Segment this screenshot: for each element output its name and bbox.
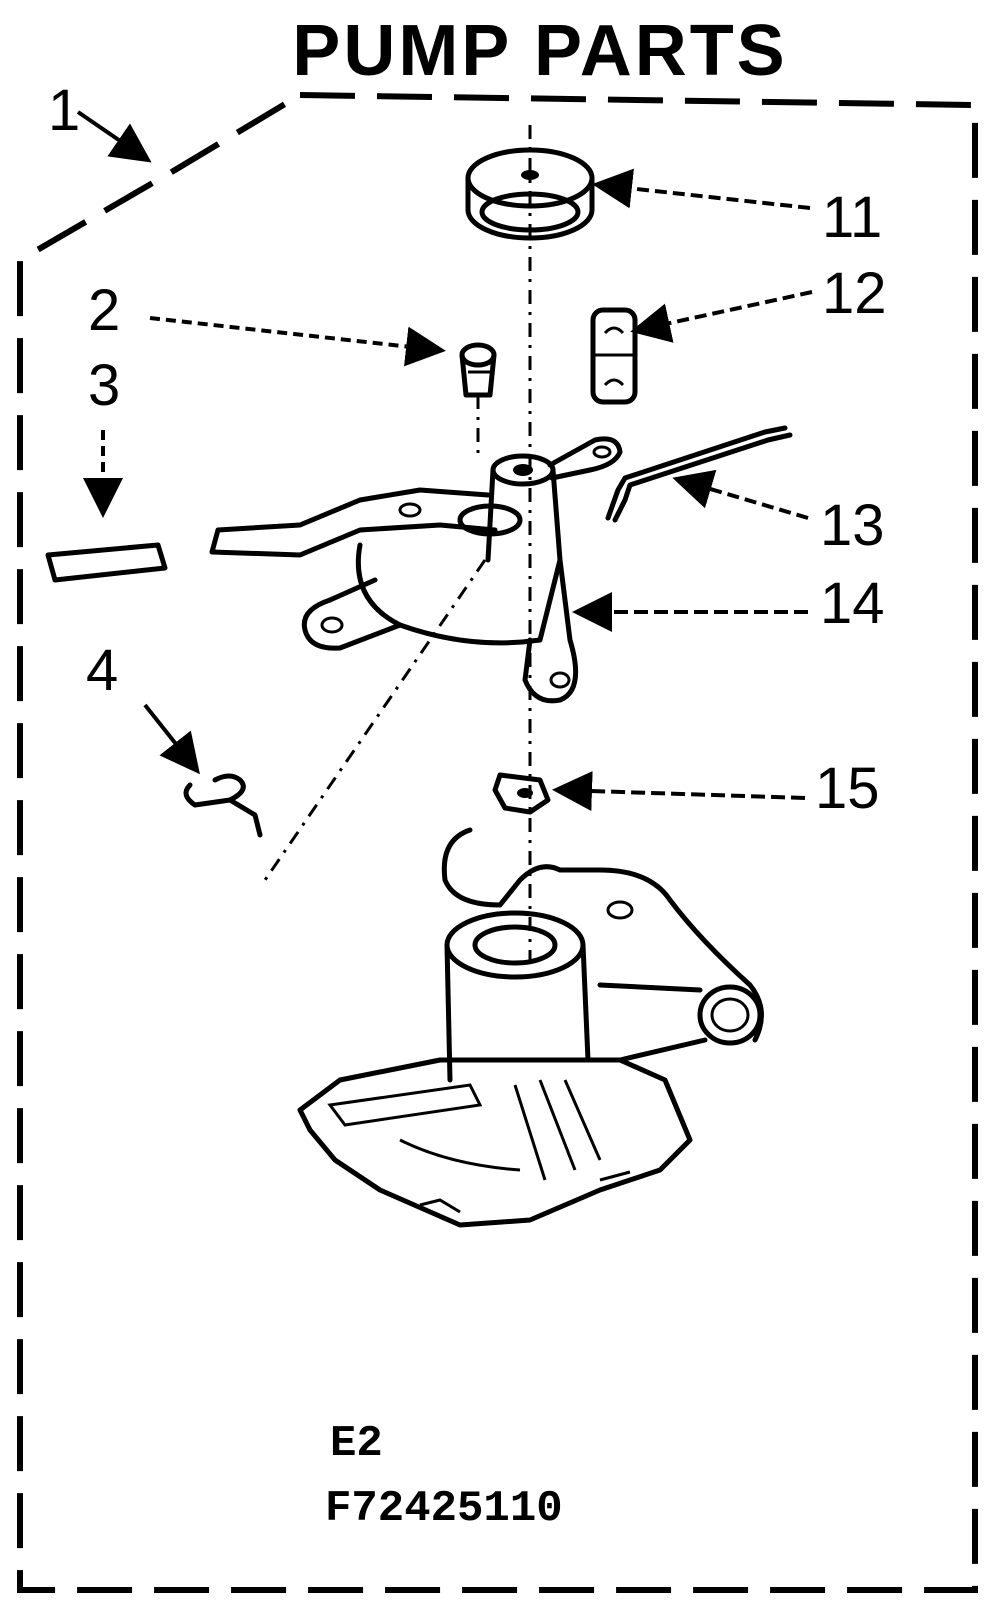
part-2-screw <box>459 342 497 398</box>
callout-15: 15 <box>815 756 880 821</box>
part-12-clip <box>590 307 638 405</box>
part-3-pad <box>45 542 168 583</box>
callout-4: 4 <box>86 638 118 703</box>
callout-12: 12 <box>822 261 887 326</box>
assembly-frame <box>17 91 978 1593</box>
leader-1 <box>76 110 152 163</box>
pump-housing <box>297 827 764 1228</box>
leader-13 <box>672 469 809 520</box>
callout-2: 2 <box>88 278 120 343</box>
part-number: F72425110 <box>325 1484 563 1534</box>
part-15-washer <box>492 772 551 815</box>
part-4-spring <box>183 773 263 838</box>
callout-11: 11 <box>822 185 882 250</box>
leader-2 <box>149 316 446 367</box>
part-13-wire-rod <box>605 425 793 523</box>
leader-4 <box>143 703 200 775</box>
part-14-actuator <box>209 436 623 704</box>
leader-11 <box>592 168 811 210</box>
callout-14: 14 <box>820 571 885 636</box>
leader-15 <box>552 771 806 812</box>
part-11-pulley <box>465 147 595 241</box>
page-title: PUMP PARTS <box>292 11 787 91</box>
leader-12 <box>630 290 813 343</box>
callout-3: 3 <box>88 353 120 418</box>
figure-id: E2 <box>330 1419 383 1469</box>
callout-13: 13 <box>820 493 885 558</box>
callout-1: 1 <box>48 78 80 143</box>
